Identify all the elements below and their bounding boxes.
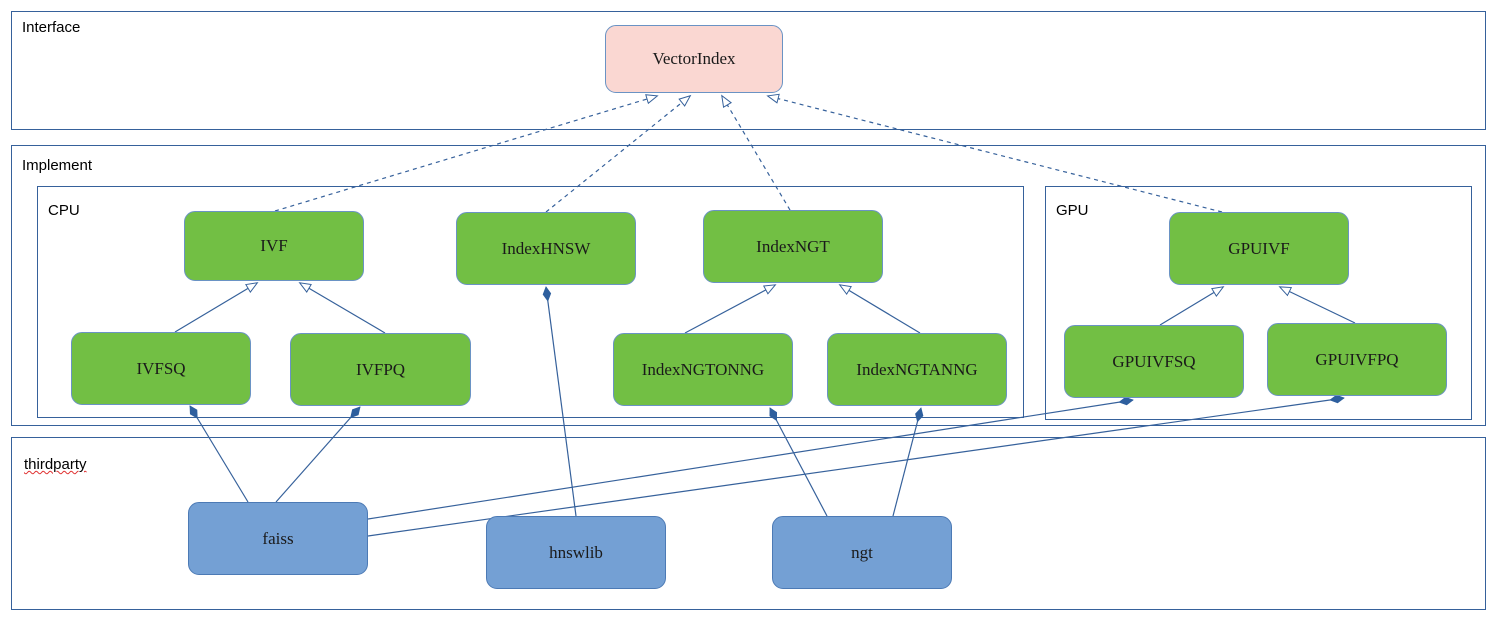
container-label-interface: Interface xyxy=(22,19,81,36)
node-ivf[interactable]: IVF xyxy=(184,211,364,281)
node-indexhnsw[interactable]: IndexHNSW xyxy=(456,212,636,285)
node-gpuivfsq[interactable]: GPUIVFSQ xyxy=(1064,325,1244,398)
node-gpuivf[interactable]: GPUIVF xyxy=(1169,212,1349,285)
node-faiss[interactable]: faiss xyxy=(188,502,368,575)
node-indexngtonng[interactable]: IndexNGTONNG xyxy=(613,333,793,406)
node-gpuivfpq[interactable]: GPUIVFPQ xyxy=(1267,323,1447,396)
node-hnswlib[interactable]: hnswlib xyxy=(486,516,666,589)
node-indexngtanng[interactable]: IndexNGTANNG xyxy=(827,333,1007,406)
container-label-implement: Implement xyxy=(22,157,93,174)
node-ivfsq[interactable]: IVFSQ xyxy=(71,332,251,405)
node-vectorindex[interactable]: VectorIndex xyxy=(605,25,783,93)
container-label-thirdparty: thirdparty xyxy=(24,456,87,473)
container-label-cpu: CPU xyxy=(48,202,80,219)
node-ivfpq[interactable]: IVFPQ xyxy=(290,333,471,406)
node-indexngt[interactable]: IndexNGT xyxy=(703,210,883,283)
container-label-gpu: GPU xyxy=(1056,202,1089,219)
node-ngt[interactable]: ngt xyxy=(772,516,952,589)
